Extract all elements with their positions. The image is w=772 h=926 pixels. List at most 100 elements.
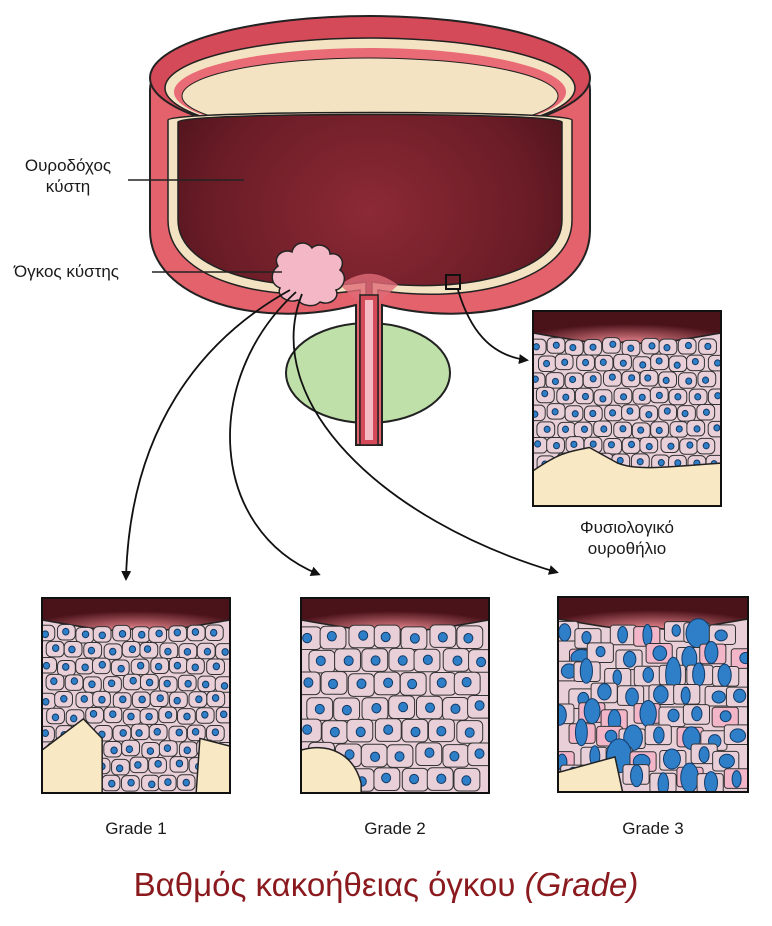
cell-nucleus <box>127 778 135 787</box>
cell-nucleus <box>449 751 460 762</box>
cell-nucleus <box>70 714 78 723</box>
cell-nucleus <box>609 340 617 348</box>
cell-nucleus <box>476 656 487 668</box>
cell-nucleus <box>154 662 163 671</box>
cell-nucleus <box>164 711 173 719</box>
cell-nucleus <box>42 630 49 639</box>
cell-nucleus <box>604 729 618 743</box>
cell-nucleus <box>398 701 409 713</box>
cell-nucleus <box>704 771 719 792</box>
bladder-label-line2: κύστη <box>45 177 91 196</box>
cell-nucleus <box>719 710 732 723</box>
cell-nucleus <box>674 459 682 467</box>
cell-nucleus <box>714 359 721 367</box>
cell-nucleus <box>733 688 747 703</box>
cell-nucleus <box>108 779 116 788</box>
cell-nucleus <box>704 641 719 664</box>
grade1-panel <box>42 598 230 793</box>
cell-nucleus <box>212 662 221 671</box>
cell-nucleus <box>600 425 608 433</box>
cell-nucleus <box>617 626 628 644</box>
cell-nucleus <box>326 631 337 642</box>
cell-nucleus <box>638 393 646 402</box>
cell-nucleus <box>175 759 184 768</box>
cell-nucleus <box>569 375 577 384</box>
cell-nucleus <box>355 726 366 738</box>
cell-nucleus <box>129 676 137 685</box>
cell-nucleus <box>551 377 559 386</box>
cell-nucleus <box>358 630 369 641</box>
cell-nucleus <box>302 724 313 735</box>
cell-nucleus <box>652 645 668 662</box>
cell-nucleus <box>422 654 433 666</box>
cell-nucleus <box>571 410 579 418</box>
cell-nucleus <box>570 440 578 449</box>
cell-nucleus <box>714 629 728 642</box>
cell-nucleus <box>220 682 229 690</box>
cell-nucleus <box>211 694 220 702</box>
cell-nucleus <box>62 627 70 636</box>
grade2-panel <box>301 598 489 793</box>
cell-nucleus <box>630 764 644 788</box>
cell-nucleus <box>718 753 735 769</box>
cell-nucleus <box>667 442 675 450</box>
cell-nucleus <box>461 775 472 786</box>
cell-nucleus <box>383 677 394 689</box>
cell-nucleus <box>691 357 699 366</box>
cell-nucleus <box>729 728 747 743</box>
stroma-tissue <box>301 746 362 793</box>
cell-nucleus <box>574 718 588 747</box>
cell-nucleus <box>561 425 569 433</box>
cell-nucleus <box>543 425 551 433</box>
cell-nucleus <box>164 647 172 656</box>
cell-nucleus <box>173 661 182 670</box>
normal-urothelium-panel <box>533 311 721 506</box>
cell-nucleus <box>636 458 644 466</box>
cell-nucleus <box>383 724 394 735</box>
cell-nucleus <box>89 709 98 718</box>
cell-nucleus <box>645 442 653 451</box>
cell-nucleus <box>394 751 405 762</box>
cell-nucleus <box>620 393 628 401</box>
cell-nucleus <box>533 343 540 351</box>
cell-nucleus <box>561 358 569 366</box>
cell-nucleus <box>653 685 669 704</box>
cell-nucleus <box>599 358 607 366</box>
cell-nucleus <box>381 772 392 784</box>
cell-nucleus <box>599 395 607 403</box>
curved-arrow-icon <box>457 289 529 364</box>
grade2-label: Grade 2 <box>364 819 426 838</box>
cell-nucleus <box>109 647 117 656</box>
curved-arrow-icon <box>229 291 321 576</box>
cell-nucleus <box>110 746 118 755</box>
cell-nucleus <box>667 708 680 723</box>
cell-nucleus <box>148 780 156 789</box>
cell-nucleus <box>145 712 153 721</box>
cell-nucleus <box>562 393 570 401</box>
cell-nucleus <box>648 342 656 350</box>
cell-nucleus <box>589 343 597 351</box>
cell-nucleus <box>191 727 200 736</box>
cell-nucleus <box>552 441 560 450</box>
cell-nucleus <box>691 706 703 722</box>
cell-nucleus <box>156 694 164 703</box>
cell-nucleus <box>201 710 209 719</box>
cell-nucleus <box>51 644 60 652</box>
cell-nucleus <box>203 647 212 656</box>
cell-nucleus <box>143 645 152 653</box>
cell-nucleus <box>88 680 96 689</box>
cell-nucleus <box>87 646 96 655</box>
cell-nucleus <box>671 624 681 637</box>
cell-nucleus <box>356 678 367 689</box>
cell-nucleus <box>425 702 436 713</box>
cell-nucleus <box>662 376 670 385</box>
cell-nucleus <box>663 407 671 415</box>
cell-nucleus <box>645 411 653 419</box>
cell-nucleus <box>60 694 68 703</box>
cell-nucleus <box>673 361 681 369</box>
cell-nucleus <box>107 679 116 688</box>
cell-nucleus <box>173 628 182 637</box>
cell-nucleus <box>694 393 702 401</box>
cell-nucleus <box>558 623 572 642</box>
